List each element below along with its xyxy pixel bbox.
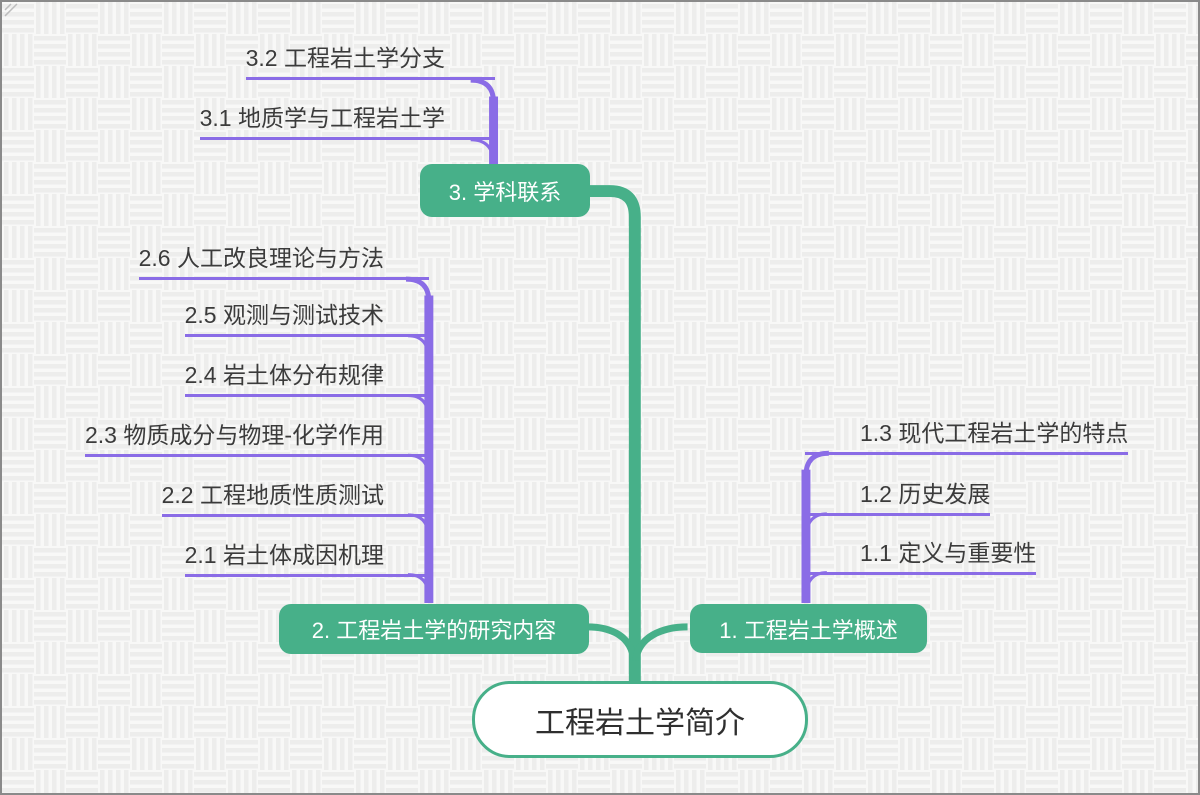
fork-root-to-branch2 <box>586 623 638 662</box>
trunk-root-to-branch3 <box>588 185 641 683</box>
branch3-fillet-31 <box>470 138 496 165</box>
branch-node-1[interactable]: 1. 工程岩土学概述 <box>690 604 927 653</box>
topic-3-1[interactable]: 3.1 地质学与工程岩土学 <box>199 103 495 140</box>
topic-2-1[interactable]: 2.1 岩土体成因机理 <box>184 540 429 577</box>
topic-2-2[interactable]: 2.2 工程地质性质测试 <box>161 480 429 517</box>
topic-3-2[interactable]: 3.2 工程岩土学分支 <box>245 43 495 80</box>
topic-2-5[interactable]: 2.5 观测与测试技术 <box>184 300 429 337</box>
topic-2-4[interactable]: 2.4 岩土体分布规律 <box>184 360 429 397</box>
branch-node-2[interactable]: 2. 工程岩土学的研究内容 <box>279 604 589 654</box>
topic-2-3[interactable]: 2.3 物质成分与物理-化学作用 <box>84 420 429 457</box>
branch3-top-corner <box>470 77 497 103</box>
topic-1-1[interactable]: 1.1 定义与重要性 <box>805 538 1037 575</box>
corner-resize-mark <box>4 3 18 17</box>
topic-1-3[interactable]: 1.3 现代工程岩土学的特点 <box>805 418 1129 455</box>
fork-root-to-branch1 <box>632 623 688 662</box>
root-node[interactable]: 工程岩土学简介 <box>472 681 808 758</box>
topic-1-2[interactable]: 1.2 历史发展 <box>805 479 991 516</box>
topic-2-6[interactable]: 2.6 人工改良理论与方法 <box>138 243 429 280</box>
branch-node-3[interactable]: 3. 学科联系 <box>420 164 590 217</box>
